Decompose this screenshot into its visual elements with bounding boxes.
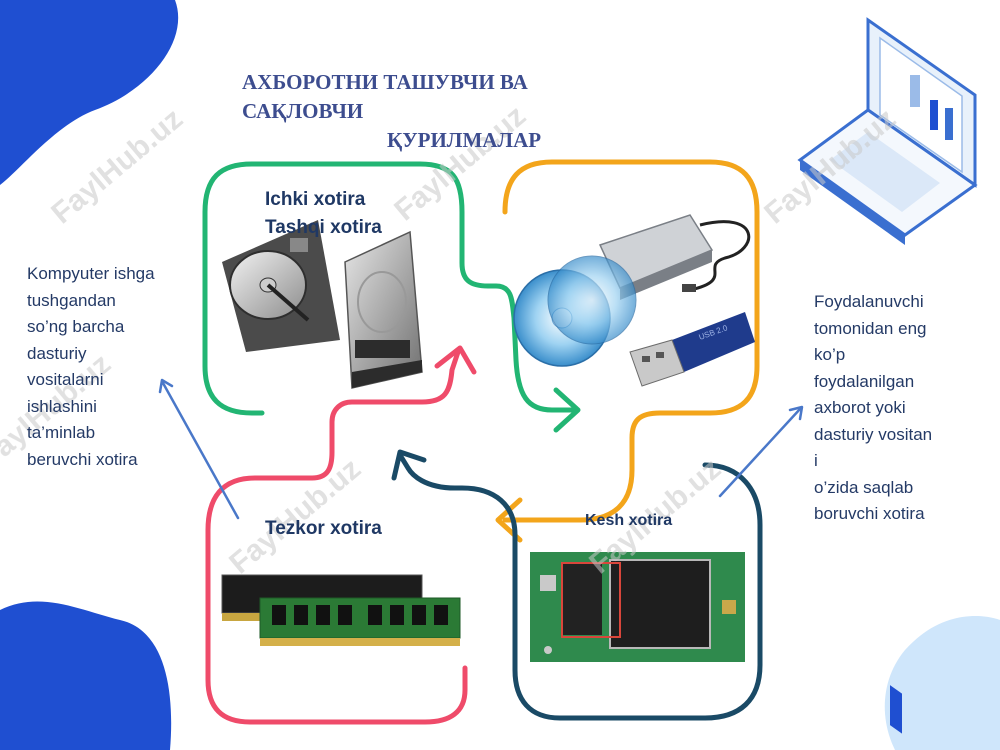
cycle-arrows (158, 159, 804, 725)
red-arrow (205, 349, 468, 725)
left-note-line: dasturiy (27, 343, 87, 363)
blue-blob-top-left (0, 0, 179, 185)
right-pointer-arrow (718, 407, 802, 498)
light-blob-bottom-right (884, 616, 1000, 750)
title-line-2: САҚЛОВЧИ (242, 99, 364, 123)
right-note-line: o’zida saqlab (814, 477, 914, 497)
cache-board-image (530, 552, 745, 662)
node-label-external: Tashqi xotira (265, 217, 382, 238)
right-note-line: axborot yoki (814, 398, 906, 417)
right-note-line: foydalanilgan (814, 371, 915, 391)
navy-arrow (397, 452, 763, 721)
left-pointer-arrow (161, 381, 240, 520)
left-note-line: so’ng barcha (27, 317, 125, 336)
left-note-line: Kompyuter ishga (27, 264, 155, 283)
slide-title: АХБОРОТНИ ТАШУВЧИ ВА САҚЛОВЧИ ҚУРИЛМАЛАР (242, 68, 541, 155)
right-note-line: boruvchi xotira (814, 504, 925, 523)
external-hdd-image (598, 214, 751, 300)
title-line-3: ҚУРИЛМАЛАР (387, 128, 542, 152)
left-note-line: ta’minlab (27, 423, 96, 442)
left-note-line: beruvchi xotira (27, 449, 138, 469)
node-label-internal: Ichki xotira (265, 189, 366, 210)
left-note-line: vositalarni (27, 370, 104, 389)
cd-discs-image (513, 255, 637, 367)
laptop-illustration (797, 17, 978, 734)
right-note-line: Foydalanuvchi (814, 292, 924, 311)
left-note-line: ishlashini (27, 396, 97, 416)
laptop-hdd-image (344, 230, 423, 389)
usb-flash-image: USB 2.0 (629, 312, 755, 387)
right-note-line: ko’p (814, 345, 846, 364)
blue-blob-bottom-left (0, 601, 172, 750)
right-note-line: i (814, 451, 818, 470)
right-note-line: dasturiy vositan (814, 424, 933, 444)
right-note: Foydalanuvchi tomonidan eng ko’p foydala… (814, 289, 932, 528)
node-label-cache: Kesh xotira (585, 512, 673, 529)
title-line-1: АХБОРОТНИ ТАШУВЧИ ВА (242, 70, 528, 94)
ram-image (221, 574, 461, 646)
hdd-image (222, 220, 340, 352)
orange-arrow (502, 159, 760, 523)
left-note: Kompyuter ishga tushgandan so’ng barcha … (27, 261, 155, 473)
node-label-ram: Tezkor xotira (265, 518, 382, 539)
green-arrow (202, 161, 578, 416)
right-note-line: tomonidan eng (814, 318, 927, 338)
left-note-line: tushgandan (27, 290, 116, 310)
